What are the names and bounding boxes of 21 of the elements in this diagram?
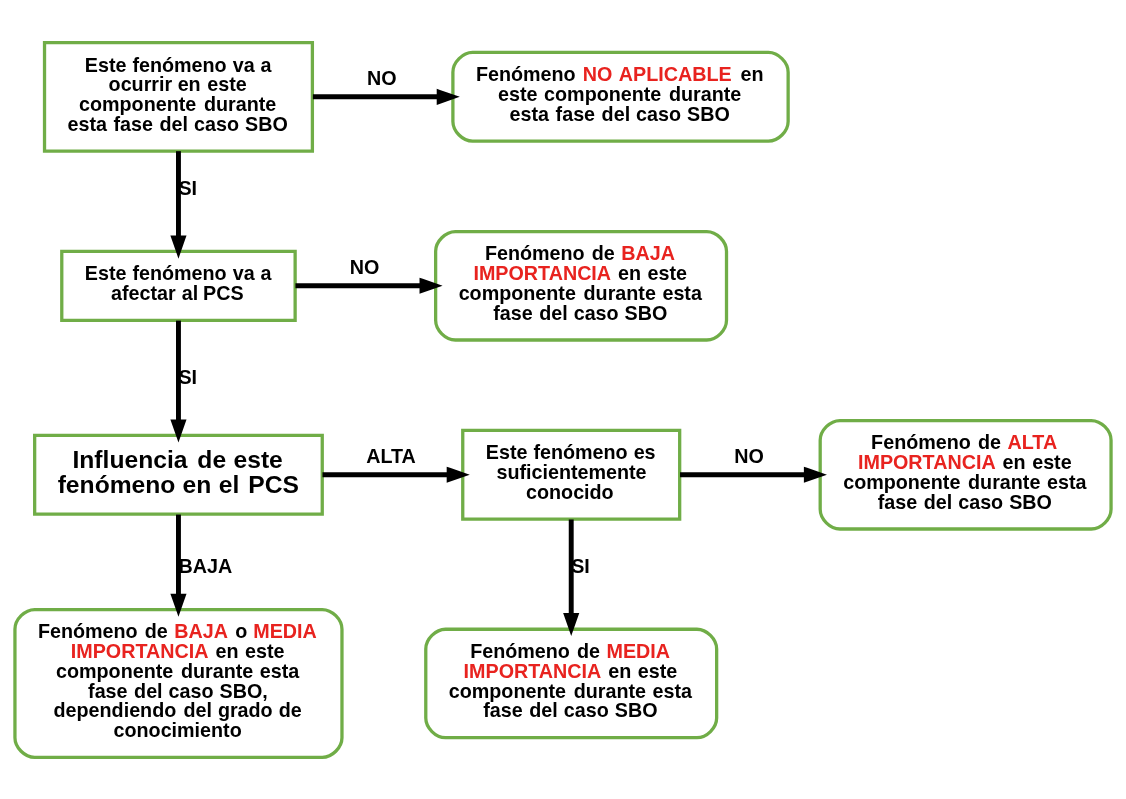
node-box: Influencia de este fenómeno en el PCS — [33, 433, 324, 516]
node-box: Fenómeno de BAJA o MEDIA IMPORTANCIA en este componente durante esta fase del caso SBO, dependiendo del grado de conocimiento — [13, 607, 344, 759]
node-box: Fenómeno de MEDIA IMPORTANCIA en este componente durante esta fase del caso SBO — [424, 627, 719, 739]
node-box: Fenómeno de ALTA IMPORTANCIA en este componente durante esta fase del caso SBO — [818, 418, 1113, 531]
edge-label: NO — [734, 444, 764, 467]
arrow — [170, 150, 187, 259]
edge-label: NO — [349, 255, 380, 278]
node-box: Fenómeno de BAJA IMPORTANCIA en este componente durante esta fase del caso SBO — [434, 229, 729, 342]
edge-label: NO — [367, 66, 397, 89]
node-box: Este fenómeno es suficientemente conocido — [461, 428, 682, 521]
arrow — [680, 466, 827, 483]
arrow — [170, 320, 187, 443]
arrow — [170, 514, 187, 617]
arrow — [563, 518, 580, 636]
arrow — [322, 466, 470, 483]
arrow — [295, 277, 443, 294]
edge-label: ALTA — [366, 444, 416, 467]
node-box: Este fenómeno va a afectar al PCS — [60, 249, 297, 322]
node-box: Fenómeno NO APLICABLE en este componente durante esta fase del caso SBO — [451, 50, 790, 143]
arrow — [312, 88, 460, 105]
node-box: Este fenómeno va a ocurrir en este componente durante esta fase del caso SBO — [42, 40, 315, 153]
